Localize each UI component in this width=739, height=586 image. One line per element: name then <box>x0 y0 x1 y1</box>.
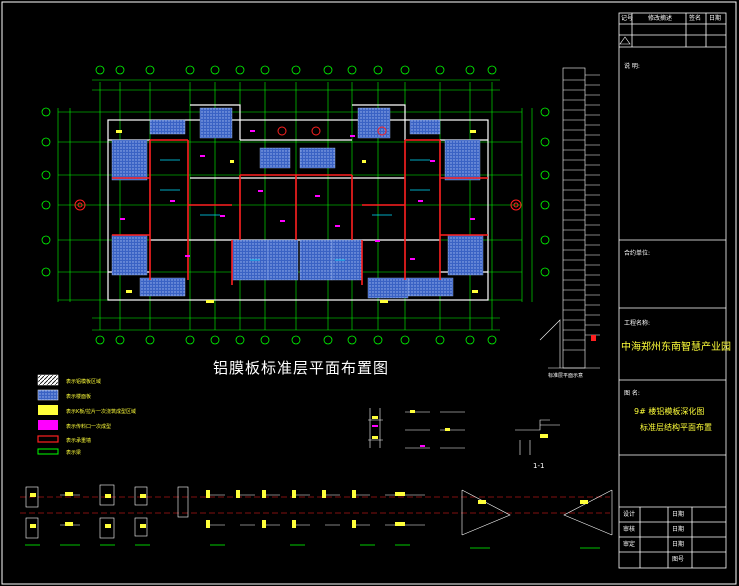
axis-bubbles-top <box>95 65 497 75</box>
tb-sign-label-2: 审定 <box>623 541 636 548</box>
axis-bubbles-bottom <box>95 335 497 345</box>
tb-project-label: 工程名称: <box>624 320 651 327</box>
magenta-markers <box>120 130 475 260</box>
legend-label-1: 表示楼面板 <box>66 394 92 400</box>
tb-sign-date-0: 日期 <box>672 511 685 518</box>
bottom-green-dims <box>25 544 600 549</box>
legend-label-4: 表示承重墙 <box>66 438 92 444</box>
tb-sign-date-1: 日期 <box>672 526 685 533</box>
section-label: 1-1 <box>533 462 545 470</box>
yellow-markers <box>116 130 478 303</box>
tb-drawing-label: 图 名: <box>624 390 640 397</box>
detail-magenta <box>372 425 425 447</box>
bottom-yellow <box>30 490 588 528</box>
elevation-caption: 标准层平面示意 <box>548 373 584 379</box>
tb-header-sign: 签名 <box>689 15 702 22</box>
tb-sign-date-3: 图号 <box>672 556 685 563</box>
tb-project-name: 中海郑州东南智慧产业园 <box>621 342 731 353</box>
legend-label-2: 表示K板/拉片一次浇筑成型区域 <box>66 409 136 415</box>
revision-triangle-icon <box>619 36 631 45</box>
tb-sign-date-2: 日期 <box>672 541 685 548</box>
building-elevation <box>539 67 600 369</box>
section-markers <box>74 126 522 211</box>
legend-label-0: 表示铝模板区域 <box>66 379 102 385</box>
axis-bubbles-sides <box>41 107 550 277</box>
tb-header-mark: 记号 <box>621 15 634 22</box>
red-walls <box>112 139 488 285</box>
slab-hatch-regions <box>111 107 484 299</box>
tb-sign-label-0: 设计 <box>623 511 636 518</box>
elevation-marker <box>591 335 596 341</box>
tb-notes-label: 说 明: <box>624 63 640 70</box>
detail-blocks-middle <box>368 408 560 455</box>
drawing-title: 铝膜板标准层平面布置图 <box>213 359 390 377</box>
tb-client-label: 合约单位: <box>624 250 651 257</box>
detail-yellow <box>372 410 548 439</box>
legend-label-3: 表示传料口一次成型 <box>66 424 112 430</box>
legend-swatches <box>37 374 59 455</box>
tb-drawing-name-1: 9# 楼铝模板深化图 <box>634 407 705 416</box>
title-block-frame <box>618 12 727 569</box>
cyan-lines <box>160 159 430 261</box>
tb-drawing-name-2: 标准层结构平面布置 <box>640 423 712 432</box>
bottom-detail-strip <box>20 484 613 539</box>
tb-header-desc: 修改摘述 <box>648 15 673 22</box>
tb-header-date: 日期 <box>709 15 722 22</box>
legend-label-5: 表示梁 <box>66 450 82 456</box>
tb-sign-label-1: 审核 <box>623 526 636 533</box>
